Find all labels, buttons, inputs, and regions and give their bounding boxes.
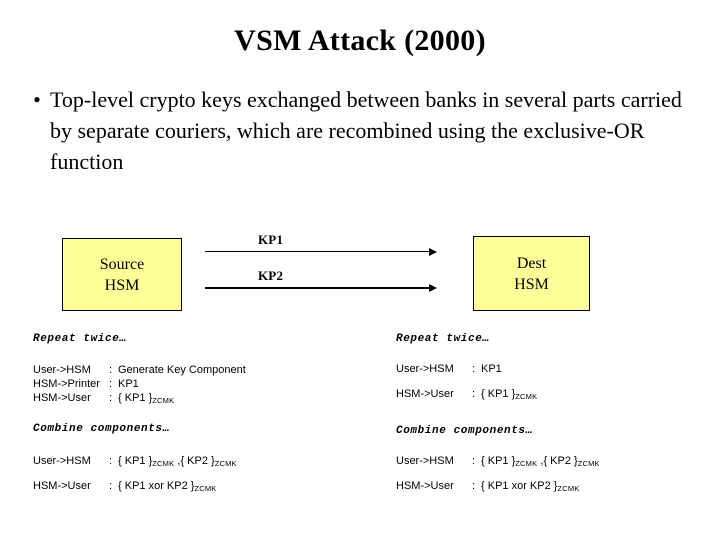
protocol-separator: : xyxy=(109,480,113,492)
source-hsm-label-line1: Source xyxy=(99,255,145,273)
protocol-message: { KP1 }ZCMK xyxy=(481,388,538,401)
protocol-line: HSM->Printer : KP1 xyxy=(33,377,343,391)
protocol-heading-repeat-left: Repeat twice… xyxy=(33,333,127,345)
arrow-head-kp1-icon xyxy=(429,248,437,256)
protocol-line: HSM->User : { KP1 }ZCMK xyxy=(396,382,706,407)
protocol-separator: : xyxy=(109,378,113,390)
protocol-key-subscript: ZCMK xyxy=(214,459,237,468)
arrow-shaft-kp1 xyxy=(205,251,435,252)
protocol-key-subscript: ZCMK xyxy=(515,459,538,468)
protocol-actor: User->HSM xyxy=(396,455,454,467)
protocol-key-subscript: ZCMK xyxy=(515,392,538,401)
protocol-separator: : xyxy=(109,392,113,404)
protocol-heading-repeat-right: Repeat twice… xyxy=(396,333,490,345)
protocol-key-subscript: ZCMK xyxy=(152,396,175,405)
protocol-actor: HSM->User xyxy=(396,480,454,492)
protocol-lines-combine-right: User->HSM : { KP1 }ZCMK ,{ KP2 }ZCMK HSM… xyxy=(396,449,706,499)
protocol-lines-combine-left: User->HSM : { KP1 }ZCMK ,{ KP2 }ZCMK HSM… xyxy=(33,449,343,499)
bullet-marker-icon: • xyxy=(33,87,41,112)
bullet-list: • Top-level crypto keys exchanged betwee… xyxy=(24,84,684,177)
arrow-head-kp2-icon xyxy=(429,284,437,292)
protocol-line: User->HSM : KP1 xyxy=(396,357,706,382)
protocol-key-subscript: ZCMK xyxy=(557,484,580,493)
protocol-line: HSM->User : { KP1 xor KP2 }ZCMK xyxy=(396,474,706,499)
protocol-actor: User->HSM xyxy=(33,364,91,376)
protocol-column-dest: Repeat twice… User->HSM : KP1 HSM->User … xyxy=(396,332,706,499)
protocol-heading-combine-left: Combine components… xyxy=(33,423,170,435)
protocol-block-repeat-left: Repeat twice… User->HSM : Generate Key C… xyxy=(33,332,343,406)
dest-hsm-label-line1: Dest xyxy=(516,254,547,272)
page-title: VSM Attack (2000) xyxy=(234,24,486,57)
bullet-text: Top-level crypto keys exchanged between … xyxy=(50,87,682,174)
protocol-lines-repeat-left: User->HSM : Generate Key Component HSM->… xyxy=(33,363,343,406)
protocol-line: User->HSM : { KP1 }ZCMK ,{ KP2 }ZCMK xyxy=(396,449,706,474)
protocol-separator: : xyxy=(472,388,476,400)
protocol-message: { KP1 }ZCMK ,{ KP2 }ZCMK xyxy=(118,455,237,468)
protocol-line: User->HSM : Generate Key Component xyxy=(33,363,343,377)
protocol-actor: User->HSM xyxy=(396,363,454,375)
protocol-block-repeat-right: Repeat twice… User->HSM : KP1 HSM->User … xyxy=(396,332,706,407)
protocol-actor: User->HSM xyxy=(33,455,91,467)
source-hsm-box[interactable]: Source HSM xyxy=(62,238,182,311)
protocol-block-combine-left: Combine components… User->HSM : { KP1 }Z… xyxy=(33,422,343,499)
protocol-key-subscript: ZCMK xyxy=(577,459,600,468)
protocol-separator: : xyxy=(109,455,113,467)
arrow-label-kp1: KP1 xyxy=(258,232,284,247)
arrow-label-kp2: KP2 xyxy=(258,268,284,283)
arrow-shaft-kp2 xyxy=(205,287,435,289)
protocol-separator: : xyxy=(109,364,113,376)
protocol-message: KP1 xyxy=(118,378,139,390)
protocol-actor: HSM->User xyxy=(33,392,91,404)
protocol-line: HSM->User : { KP1 }ZCMK xyxy=(33,391,343,406)
protocol-message: Generate Key Component xyxy=(118,364,246,376)
protocol-actor: HSM->User xyxy=(396,388,454,400)
protocol-actor: HSM->Printer xyxy=(33,378,100,390)
protocol-line: User->HSM : { KP1 }ZCMK ,{ KP2 }ZCMK xyxy=(33,449,343,474)
protocol-separator: : xyxy=(472,363,476,375)
protocol-line: HSM->User : { KP1 xor KP2 }ZCMK xyxy=(33,474,343,499)
protocol-actor: HSM->User xyxy=(33,480,91,492)
protocol-block-combine-right: Combine components… User->HSM : { KP1 }Z… xyxy=(396,424,706,499)
protocol-heading-combine-right: Combine components… xyxy=(396,425,533,437)
protocol-key-subscript: ZCMK xyxy=(152,459,175,468)
protocol-message: KP1 xyxy=(481,363,502,375)
protocol-message: { KP1 xor KP2 }ZCMK xyxy=(481,480,580,493)
dest-hsm-box[interactable]: Dest HSM xyxy=(473,236,590,311)
protocol-message: { KP1 }ZCMK xyxy=(118,392,175,405)
protocol-key-subscript: ZCMK xyxy=(194,484,217,493)
protocol-separator: : xyxy=(472,455,476,467)
protocol-lines-repeat-right: User->HSM : KP1 HSM->User : { KP1 }ZCMK xyxy=(396,357,706,407)
protocol-column-source: Repeat twice… User->HSM : Generate Key C… xyxy=(33,332,343,499)
list-item: • Top-level crypto keys exchanged betwee… xyxy=(24,84,684,177)
source-hsm-label-line2: HSM xyxy=(104,276,140,294)
dest-hsm-label-line2: HSM xyxy=(514,275,549,293)
protocol-message: { KP1 }ZCMK ,{ KP2 }ZCMK xyxy=(481,455,600,468)
protocol-message: { KP1 xor KP2 }ZCMK xyxy=(118,480,217,493)
protocol-separator: : xyxy=(472,480,476,492)
